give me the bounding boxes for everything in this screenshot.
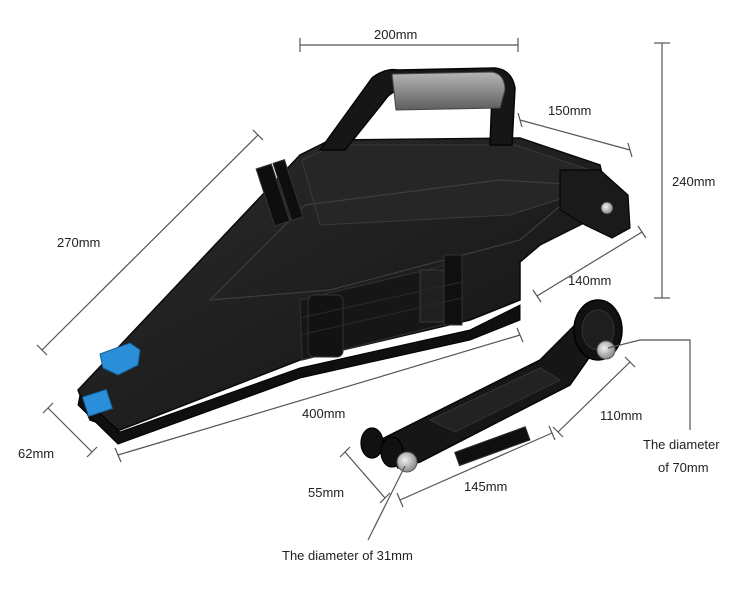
hand-strap <box>299 254 463 361</box>
base-rail <box>77 304 521 445</box>
callout-large-wheel-line2: of 70mm <box>658 460 709 475</box>
dim-arm-length: 110mm <box>600 408 643 423</box>
callout-large-wheel-line1: The diameter <box>643 437 720 452</box>
small-wheel-hub <box>396 451 418 473</box>
latch-ribs <box>255 158 304 227</box>
dim-base-width: 62mm <box>18 446 55 461</box>
dim-arm-span: 145mm <box>464 479 508 494</box>
dim-length-base: 400mm <box>302 406 346 421</box>
large-wheel-hub <box>596 340 616 360</box>
small-wheels <box>360 427 418 473</box>
drywall-tool-body <box>77 67 631 445</box>
blue-clip <box>81 342 141 417</box>
dim-height: 240mm <box>672 174 716 189</box>
carry-handle <box>318 67 516 151</box>
dim-depth-top: 150mm <box>548 103 592 118</box>
front-wheel-assembly <box>559 169 631 239</box>
dim-arm-width: 55mm <box>308 485 345 500</box>
large-wheel <box>573 299 623 361</box>
dim-length-diag: 270mm <box>57 235 101 250</box>
callout-small-wheel: The diameter of 31mm <box>282 548 413 563</box>
dim-front-depth: 140mm <box>568 273 612 288</box>
housing-side-panel <box>208 179 587 301</box>
dimension-lines <box>36 38 691 541</box>
wheel-arm <box>360 299 623 473</box>
handle-grip <box>391 71 506 111</box>
dim-width-top: 200mm <box>374 27 418 42</box>
